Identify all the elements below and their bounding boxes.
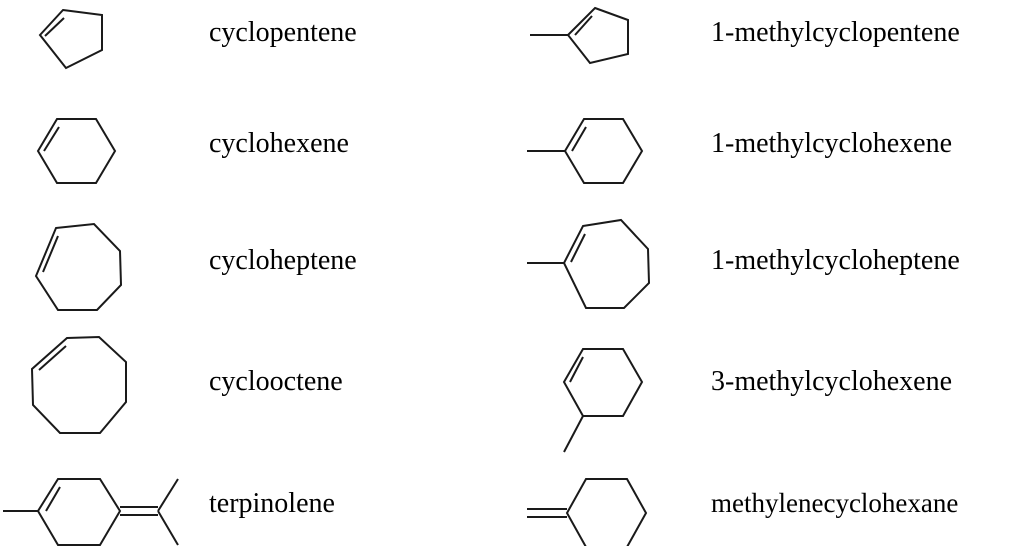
methylcyclohexene3-double-bond [569,356,584,383]
cyclopentene-ring [38,8,103,70]
methylcyclopentene-structure [530,6,629,65]
cyclopentene-structure [38,8,103,70]
methylcycloheptene-label: 1-methylcycloheptene [711,245,960,276]
methylcyclopentene-ring [566,6,629,65]
methylcyclopentene-label: 1-methylcyclopentene [711,17,960,48]
methylcyclopentene-double-bond [574,15,593,36]
methylcyclohexene3-ring [562,348,644,417]
cyclooctene-label: cyclooctene [209,366,343,397]
cycloheptene-double-bond [42,235,59,273]
cycloheptene-ring [34,222,123,311]
terpinolene-ring [36,478,122,546]
methylenecyclohexane-label: methylenecyclohexane [711,488,959,518]
terpinolene-isopropylidene-up [157,478,179,512]
methylcyclohexene3-methyl [563,415,584,453]
terpinolene-ring-double-bond [45,486,61,512]
methylenecyclohexane-structure [527,478,648,548]
methylcyclohexene-structure [527,118,644,184]
cyclopentene-double-bond [44,17,65,37]
cyclooctene-structure [30,335,127,434]
methylcyclohexene-double-bond [571,126,587,152]
methylcyclohexene-ring [563,118,644,184]
cyclooctene-ring [30,335,127,434]
methylcyclohexene3-label: 3-methylcyclohexene [711,366,953,397]
terpinolene-structure [3,478,179,546]
cyclohexene-double-bond [43,126,60,152]
cyclohexene-structure [36,118,117,184]
cyclohexene-ring [36,118,117,184]
methylcyclohexene-label: 1-methylcyclohexene [711,128,953,159]
cycloheptene-structure [34,222,123,311]
methylcycloheptene-ring [562,218,651,309]
terpinolene-label: terpinolene [209,488,335,519]
cycloheptene-label: cycloheptene [209,245,357,276]
cyclooctene-double-bond [38,345,67,371]
methylcyclohexene3-structure [562,348,644,453]
methylcycloheptene-double-bond [570,233,586,263]
methylcycloheptene-structure [527,218,651,309]
cyclohexene-label: cyclohexene [209,128,349,159]
methylenecyclohexane-ring [565,478,648,548]
terpinolene-isopropylidene-down [157,510,179,546]
cyclopentene-label: cyclopentene [209,17,357,48]
